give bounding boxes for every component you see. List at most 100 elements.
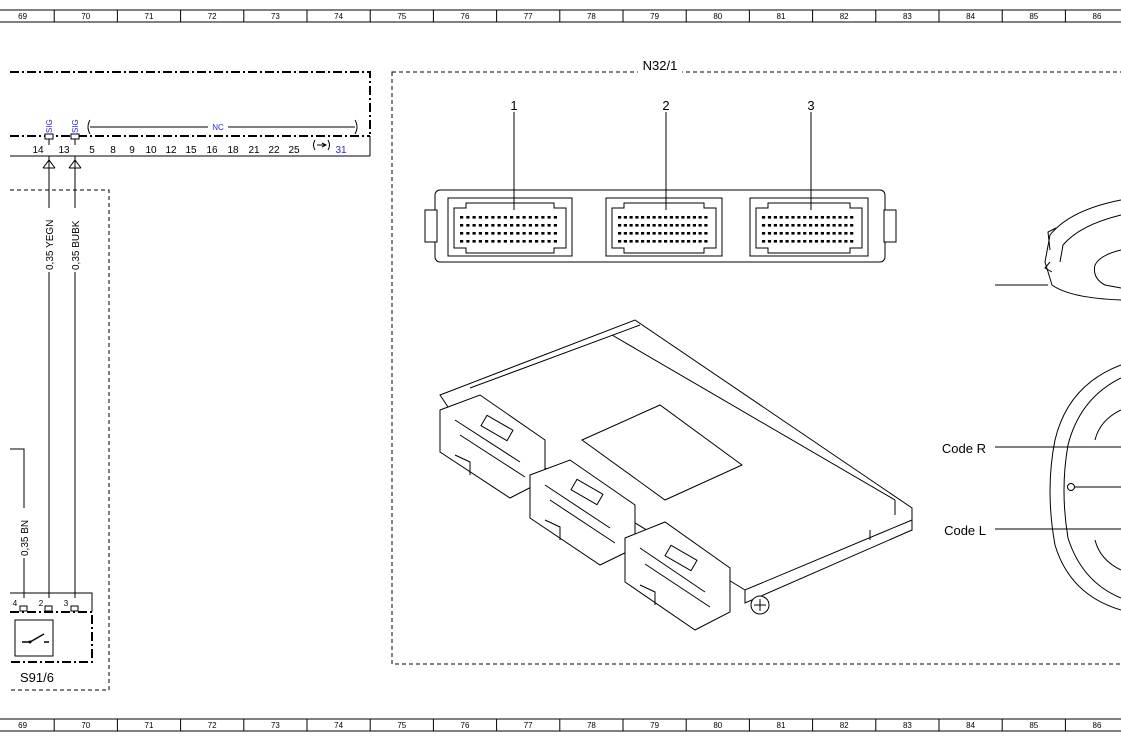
connector-pin	[528, 216, 532, 219]
top-ruler-column-label: 75	[397, 12, 406, 21]
top-ruler-column-label: 69	[18, 12, 27, 21]
connector-pin	[669, 240, 673, 243]
connector-pin	[658, 224, 662, 227]
connector-pin	[491, 240, 495, 243]
connector-pin	[814, 240, 819, 243]
connector-pin	[478, 232, 482, 235]
connector-pin	[623, 224, 627, 227]
connector-pin	[767, 232, 772, 235]
connector-pin	[826, 232, 830, 235]
connector-pin	[704, 216, 708, 219]
pin-number: 25	[288, 145, 300, 156]
connector-pin	[503, 232, 507, 235]
connector-pin	[785, 240, 789, 243]
connector-pin	[658, 240, 662, 243]
connector-pin	[681, 224, 685, 227]
connector-pin	[541, 224, 545, 227]
connector-pin	[516, 216, 520, 219]
connector-pin	[623, 240, 627, 243]
bottom-ruler-column-label: 79	[650, 721, 659, 730]
connector-pin	[553, 232, 557, 235]
connector-pin	[767, 240, 772, 243]
connector-pin	[762, 224, 766, 227]
connector-pin	[698, 240, 702, 243]
pin-number: 5	[89, 145, 95, 156]
connector-pin	[773, 216, 777, 219]
top-ruler-column-label: 76	[461, 12, 470, 21]
vehicle-side-view	[995, 199, 1121, 301]
connector-pin	[681, 232, 685, 235]
connector-pin	[820, 216, 824, 219]
connector-pin	[485, 216, 489, 219]
connector-pin	[497, 216, 501, 219]
connector-pin	[635, 232, 639, 235]
connector-pin	[669, 216, 673, 219]
wires: 0,35 YEGN 0,35 BUBK 0,35 BN	[10, 156, 82, 598]
connector-pin	[460, 224, 464, 227]
top-ruler-column-label: 78	[587, 12, 596, 21]
connector-pin	[535, 240, 539, 243]
connector-pin	[503, 240, 507, 243]
connector-number: 2	[662, 98, 669, 113]
connector-pin	[547, 216, 551, 219]
code-r-label: Code R	[942, 441, 986, 456]
bottom-ruler-column-label: 76	[461, 721, 470, 730]
connector-pin	[809, 216, 813, 219]
connector-pin	[664, 232, 668, 235]
connector-pin	[485, 232, 489, 235]
bottom-ruler-column-label: 85	[1029, 721, 1038, 730]
connector-pin	[850, 240, 854, 243]
connector-pin	[762, 232, 766, 235]
connector-pin	[478, 240, 482, 243]
pin-number: 13	[58, 145, 70, 156]
connector-pin	[669, 232, 673, 235]
connector-pin	[803, 232, 807, 235]
connector-pin	[472, 240, 476, 243]
bottom-ruler-column-label: 80	[713, 721, 722, 730]
pin-number: 12	[165, 145, 177, 156]
connector-pin	[623, 232, 627, 235]
connector-pin	[844, 224, 848, 227]
top-ruler-column-label: 80	[713, 12, 722, 21]
module-designation: N32/1	[643, 58, 678, 73]
top-ruler-column-label: 79	[650, 12, 659, 21]
connector-housing	[605, 197, 723, 257]
connector-pin	[635, 216, 639, 219]
connector-pin	[652, 216, 656, 219]
connector-pin	[832, 232, 836, 235]
connector-pin	[809, 232, 813, 235]
vehicle-top-view: Code R Code L	[942, 364, 1121, 611]
connector-pin	[779, 232, 783, 235]
connector-pin	[675, 216, 679, 219]
top-ruler-column-label: 74	[334, 12, 343, 21]
switch-designation: S91/6	[20, 670, 54, 685]
harness-outline	[10, 189, 110, 691]
connector-pin	[510, 240, 514, 243]
connector-pin	[850, 216, 854, 219]
wire-label: 0,35 YEGN	[45, 220, 56, 270]
connector-pin	[797, 240, 801, 243]
connector-pin	[681, 240, 685, 243]
connector-pin	[522, 216, 526, 219]
connector-pin	[791, 232, 795, 235]
pin-number: 8	[110, 145, 116, 156]
top-ruler-column-label: 72	[208, 12, 217, 21]
switch-pin: 3	[64, 599, 69, 608]
connector-pin	[528, 224, 532, 227]
connector-pin	[838, 232, 842, 235]
connector-pin	[629, 240, 633, 243]
connector-pin	[491, 216, 495, 219]
bottom-ruler-column-label: 75	[397, 721, 406, 730]
connector-pin	[652, 240, 656, 243]
connector-pin	[635, 240, 639, 243]
connector-pin	[762, 216, 766, 219]
sig-label: SIG	[71, 119, 80, 133]
connector-pin	[510, 224, 514, 227]
connector-pin	[773, 240, 777, 243]
nc-label: NC	[212, 123, 224, 132]
connector-pin	[485, 224, 489, 227]
connector-pin	[510, 216, 514, 219]
connector-pin	[641, 232, 645, 235]
bottom-ruler-column-label: 84	[966, 721, 975, 730]
connector-pin	[767, 216, 772, 219]
